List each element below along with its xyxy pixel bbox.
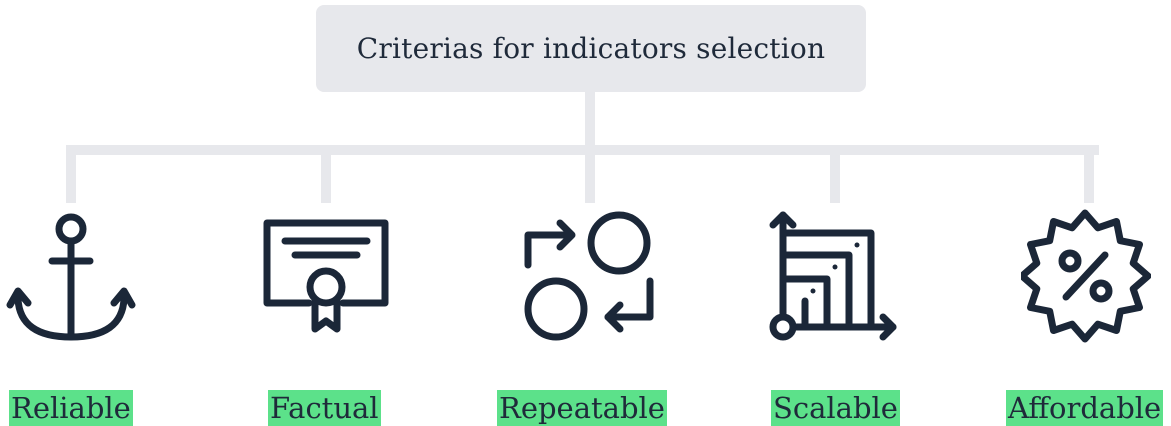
- root-node: Criterias for indicators selection: [316, 5, 866, 92]
- certificate-icon: [261, 205, 391, 345]
- scale-chart-icon: [769, 205, 899, 345]
- criteria-label-affordable: Affordable: [1006, 390, 1164, 426]
- root-connector: [585, 92, 595, 150]
- horizontal-connector: [66, 145, 1099, 155]
- criteria-label-factual: Factual: [268, 390, 381, 426]
- branch-connector-affordable: [1084, 145, 1094, 203]
- branch-connector-repeatable: [585, 145, 595, 203]
- criteria-label-scalable: Scalable: [771, 390, 900, 426]
- branch-connector-scalable: [830, 145, 840, 203]
- root-node-label: Criterias for indicators selection: [356, 32, 826, 65]
- branch-connector-factual: [321, 145, 331, 203]
- anchor-icon: [6, 205, 136, 345]
- criteria-label-reliable: Reliable: [9, 390, 133, 426]
- discount-badge-icon: [1021, 205, 1151, 345]
- criteria-label-repeatable: Repeatable: [497, 390, 667, 426]
- repeat-cycle-icon: [524, 205, 654, 345]
- branch-connector-reliable: [66, 145, 76, 203]
